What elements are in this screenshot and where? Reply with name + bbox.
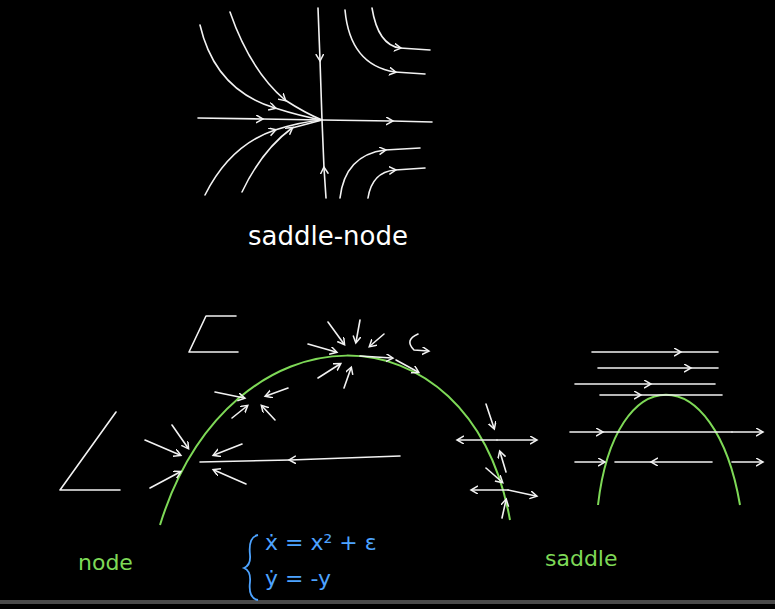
trajectory [198, 118, 262, 119]
trajectory [395, 72, 425, 74]
trajectory [732, 431, 762, 433]
equilibrium-curve [598, 395, 740, 505]
trajectory [650, 383, 715, 385]
trajectory [340, 150, 385, 198]
trajectory [500, 452, 506, 472]
trajectory [320, 60, 322, 120]
trajectory [472, 489, 508, 491]
trajectory [615, 461, 652, 463]
equilibrium-type: saddle [545, 546, 618, 571]
trajectory [356, 320, 360, 342]
trajectory [652, 461, 712, 463]
trajectory [640, 394, 722, 396]
trajectory [732, 461, 762, 463]
trajectory [275, 108, 322, 120]
trajectory [486, 468, 502, 482]
trajectory [385, 148, 420, 150]
trajectory [570, 431, 602, 433]
trajectory [458, 439, 497, 441]
trajectory [690, 367, 718, 369]
scrub-bar [0, 600, 775, 604]
trajectory [285, 100, 322, 120]
trajectory [308, 344, 336, 352]
trajectory [242, 128, 292, 192]
trajectory [214, 470, 246, 484]
trajectory [345, 10, 395, 72]
trajectory [172, 425, 188, 448]
trajectory [145, 440, 180, 455]
trajectory [575, 461, 604, 463]
trajectory [205, 130, 275, 195]
trajectory [318, 8, 320, 60]
trajectory [150, 472, 180, 488]
trajectory [200, 460, 290, 462]
axis-stroke [189, 316, 238, 352]
equation: ẏ = -y [265, 566, 331, 591]
trajectory [602, 431, 732, 433]
trajectory [262, 406, 275, 420]
equilibrium-curve [160, 356, 510, 525]
trajectory [344, 368, 351, 388]
trajectory [360, 356, 392, 358]
flow-lines [570, 352, 762, 462]
trajectory [290, 456, 400, 460]
trajectory [392, 121, 432, 122]
trajectory [318, 364, 340, 378]
trajectory [370, 334, 384, 346]
trajectory [328, 322, 344, 344]
trajectory [592, 351, 680, 353]
trajectory [322, 120, 392, 121]
trajectory [232, 406, 247, 418]
trajectory [410, 334, 428, 351]
trajectory [502, 500, 506, 518]
axis-stroke [60, 412, 120, 490]
trajectory [266, 388, 288, 396]
trajectory [200, 25, 275, 108]
trajectory [275, 120, 322, 130]
system-brace [244, 535, 258, 600]
trajectory [486, 404, 494, 428]
trajectory [322, 120, 324, 168]
trajectory [395, 168, 425, 170]
trajectory [680, 351, 718, 353]
trajectory [262, 119, 322, 120]
trajectory [508, 490, 536, 496]
trajectory [598, 367, 690, 369]
trajectory [214, 444, 242, 455]
trajectory [324, 168, 326, 198]
trajectory [372, 8, 400, 48]
saddle-node-portrait [198, 8, 432, 198]
trajectory [575, 383, 650, 385]
axis-sketch [60, 316, 238, 490]
equation: ẋ = x² + ε [265, 530, 377, 555]
trajectory [292, 120, 322, 128]
trajectory [600, 394, 640, 396]
portrait-title: saddle-node [248, 222, 408, 252]
local-portraits [145, 320, 536, 518]
equilibrium-type: node [78, 550, 133, 575]
trajectory [396, 360, 418, 372]
trajectory [400, 48, 430, 50]
trajectory [368, 170, 395, 198]
trajectory [230, 12, 285, 100]
trajectory [497, 439, 536, 441]
trajectory [215, 392, 244, 398]
